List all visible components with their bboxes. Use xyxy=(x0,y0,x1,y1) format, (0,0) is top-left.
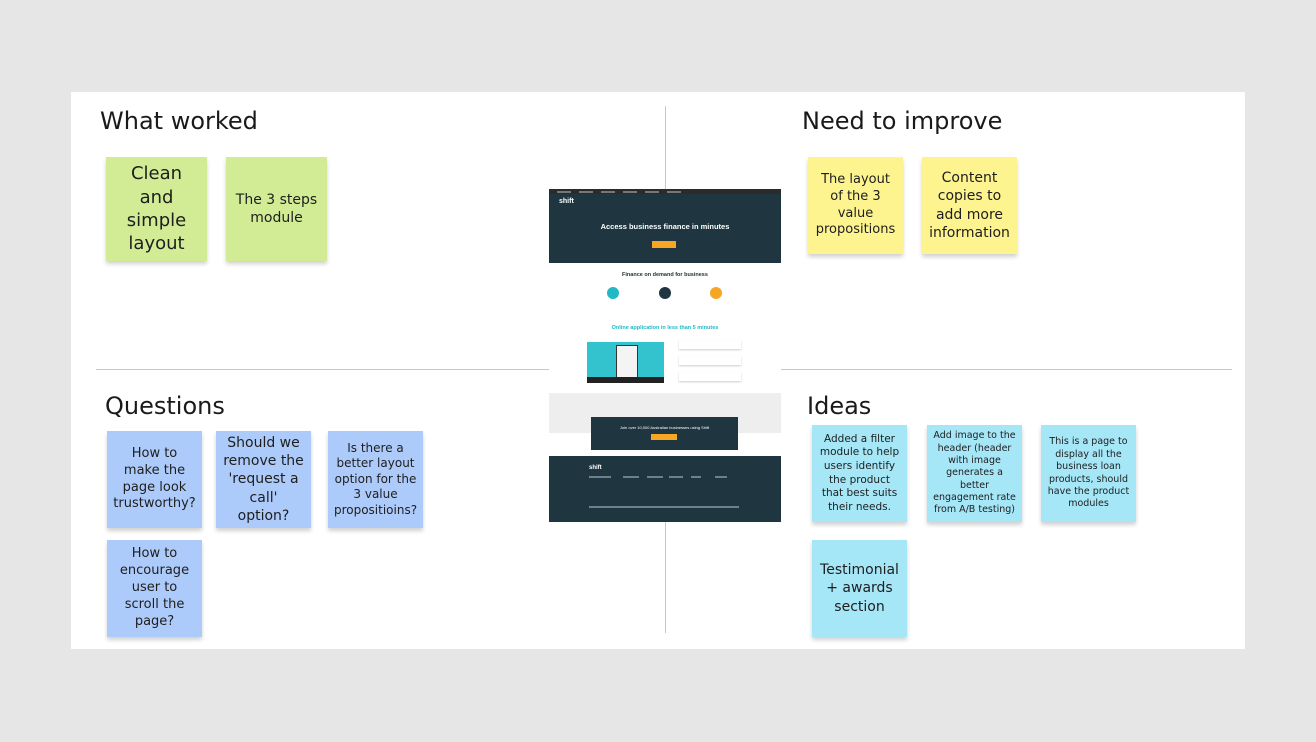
screenshot-footer: shift xyxy=(549,456,781,522)
sticky-note[interactable]: How to make the page look trustworthy? xyxy=(107,431,202,528)
sticky-note[interactable]: Add image to the header (header with ima… xyxy=(927,425,1022,522)
website-screenshot[interactable]: shift Access business finance in minutes… xyxy=(549,189,781,522)
footer-line xyxy=(589,506,739,508)
sticky-note[interactable]: Is there a better layout option for the … xyxy=(328,431,423,528)
footer-line xyxy=(669,476,683,478)
screenshot-step xyxy=(679,340,741,349)
value-prop-icon xyxy=(659,287,671,299)
screenshot-hero-title: Access business finance in minutes xyxy=(600,222,730,231)
horizontal-divider-right xyxy=(781,369,1232,370)
screenshot-steps-title: Online application in less than 5 minute… xyxy=(611,325,719,331)
sticky-note[interactable]: The layout of the 3 value propositions xyxy=(808,157,903,254)
browser-bar xyxy=(549,189,781,194)
screenshot-footer-logo: shift xyxy=(589,465,602,471)
ideas-heading: Ideas xyxy=(807,392,872,420)
what-worked-heading: What worked xyxy=(100,107,258,135)
footer-line xyxy=(623,476,639,478)
sticky-note[interactable]: This is a page to display all the busine… xyxy=(1041,425,1136,522)
screenshot-cta-button xyxy=(651,434,677,440)
screenshot-hero-button xyxy=(652,241,676,248)
footer-line xyxy=(691,476,701,478)
sticky-note[interactable]: Clean and simple layout xyxy=(106,157,207,261)
screenshot-logo: shift xyxy=(559,198,574,205)
screenshot-cta-text: Join over 10,000 Australian businesses u… xyxy=(619,425,710,430)
sticky-note[interactable]: Content copies to add more information xyxy=(922,157,1017,254)
screenshot-hero: shift Access business finance in minutes xyxy=(549,194,781,263)
sticky-note[interactable]: Added a filter module to help users iden… xyxy=(812,425,907,522)
screenshot-phone-image xyxy=(587,342,664,383)
screenshot-section-title: Finance on demand for business xyxy=(622,272,708,278)
footer-line xyxy=(589,476,611,478)
horizontal-divider-left xyxy=(96,369,551,370)
sticky-note[interactable]: How to encourage user to scroll the page… xyxy=(107,540,202,637)
footer-line xyxy=(647,476,663,478)
need-to-improve-heading: Need to improve xyxy=(802,107,1003,135)
sticky-note[interactable]: Testimonial + awards section xyxy=(812,540,907,637)
screenshot-step xyxy=(679,356,741,365)
sticky-note[interactable]: Should we remove the 'request a call' op… xyxy=(216,431,311,528)
screenshot-cta-box: Join over 10,000 Australian businesses u… xyxy=(591,417,738,450)
footer-line xyxy=(715,476,727,478)
sticky-note[interactable]: The 3 steps module xyxy=(226,157,327,261)
screenshot-step xyxy=(679,372,741,381)
value-prop-icon xyxy=(607,287,619,299)
questions-heading: Questions xyxy=(105,392,225,420)
value-prop-icon xyxy=(710,287,722,299)
